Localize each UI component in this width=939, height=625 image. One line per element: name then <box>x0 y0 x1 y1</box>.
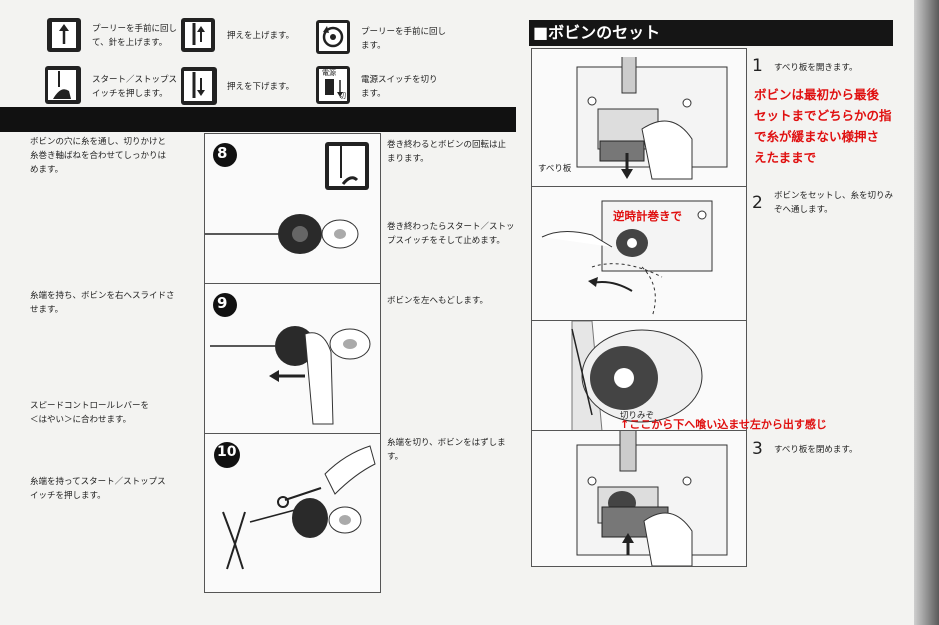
note-start-switch: 糸端を持ってスタート／ストップス イッチを押します。 <box>30 477 166 501</box>
step-10-text: 糸端を切り、ボビンをはずしま す。 <box>387 438 506 462</box>
pulley-up-text: プーリーを手前に回し て、針を上げます。 <box>92 24 178 48</box>
power-switch-icon: 電源 切 <box>316 66 350 104</box>
step-8-text-2: 巻き終わったらスタート／ストッ プスイッチをそして止めます。 <box>387 222 515 246</box>
annotation-hold-thread: ボビンは最初から最後 セットまでどちらかの指 で糸が緩まない様押さ えたままで <box>754 87 892 165</box>
note-speed-lever: スピードコントロールレバーを ＜はやい＞に合わせます。 <box>30 401 150 425</box>
bobbin-step-2-number: 2 <box>752 193 763 213</box>
presser-up-icon <box>181 18 215 52</box>
annotation-counterclockwise: 逆時計巻きで <box>613 209 682 223</box>
step-9-text: ボビンを左へもどします。 <box>387 296 488 306</box>
start-stop-icon <box>45 66 81 104</box>
presser-down-text: 押えを下げます。 <box>227 82 295 92</box>
bobbin-step-2-text: ボビンをセットし、糸を切りみ ぞへ通します。 <box>774 191 894 215</box>
presser-up-text: 押えを上げます。 <box>227 31 295 41</box>
pulley-up-icon <box>47 18 81 52</box>
annotation-thread-path: ↑ここから下へ喰い込ませ左から出す感じ <box>620 418 827 431</box>
bobbin-step-1-panel: すべり板 <box>531 48 747 188</box>
page-edge-shadow <box>914 0 939 625</box>
step-9-number: 9 <box>217 294 228 312</box>
step-9-panel: 9 <box>204 283 381 435</box>
bobbin-step-2-panel <box>531 186 747 322</box>
bobbin-step-3-text: すべり板を閉めます。 <box>774 445 858 455</box>
note-thread-bobbin: ボビンの穴に糸を通し、切りかけと 糸巻き軸ばねを合わせてしっかりは めます。 <box>30 137 167 175</box>
step-8-text: 巻き終わるとボビンの回転は止 まります。 <box>387 140 507 164</box>
power-badge: 電源 <box>322 69 336 77</box>
power-off-label: 切 <box>339 92 346 100</box>
bobbin-step-3-number: 3 <box>752 439 763 459</box>
pulley-turn-text: プーリーを手前に回し ます。 <box>361 27 447 51</box>
bobbin-section-title: ■ボビンのセット <box>529 20 893 46</box>
section-header-bar <box>0 107 516 132</box>
slide-plate-label: すべり板 <box>538 164 572 174</box>
power-switch-text: 電源スイッチを切り ます。 <box>361 75 438 99</box>
groove-label: 切りみぞ <box>620 411 655 421</box>
presser-down-icon <box>181 67 217 105</box>
start-stop-text: スタート／ストップス イッチを押します。 <box>92 75 178 99</box>
step-10-number: 10 <box>217 444 237 460</box>
step-8-number: 8 <box>217 144 228 162</box>
manual-page: プーリーを手前に回し て、針を上げます。 押えを上げます。 プーリーを手前に回し… <box>0 0 914 625</box>
bobbin-step-2b-panel: 切りみぞ <box>531 320 747 432</box>
note-slide-bobbin: 糸端を持ち、ボビンを右へスライドさ せます。 <box>30 291 175 315</box>
bobbin-step-1-text: すべり板を開きます。 <box>774 63 858 73</box>
step-8-panel: 8 <box>204 133 381 285</box>
pulley-turn-icon <box>316 20 350 54</box>
bobbin-step-3-panel <box>531 430 747 567</box>
step-10-panel: 10 <box>204 433 381 593</box>
bobbin-step-1-number: 1 <box>752 56 763 76</box>
